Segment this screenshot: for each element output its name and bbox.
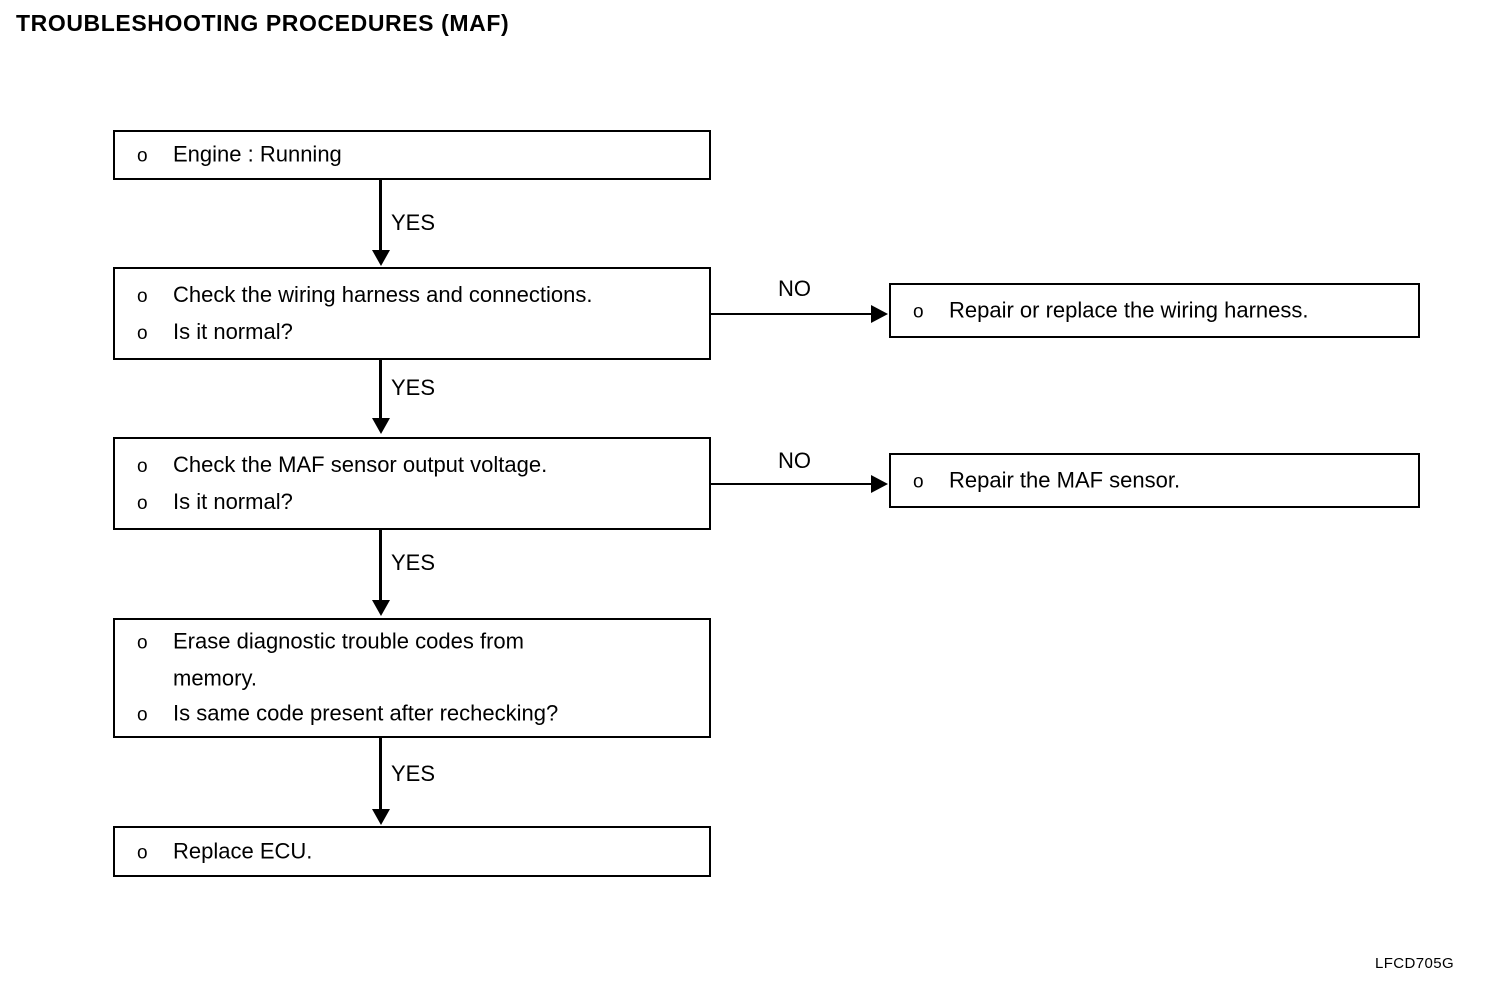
bullet-marker-icon: o bbox=[913, 471, 924, 492]
bullet-marker-icon: o bbox=[137, 322, 148, 344]
connector-arrow-yes-4 bbox=[372, 809, 390, 825]
page-title: TROUBLESHOOTING PROCEDURES (MAF) bbox=[16, 10, 510, 36]
box-text-block: o Engine : Running bbox=[137, 137, 703, 174]
connector-arrow-yes-2 bbox=[372, 418, 390, 434]
flow-box-engine-running: o Engine : Running bbox=[113, 130, 711, 180]
box-text-block: o Repair or replace the wiring harness. bbox=[913, 292, 1412, 329]
box-line: o Replace ECU. bbox=[137, 833, 703, 870]
box-text-block: o Check the MAF sensor output voltage. o… bbox=[137, 447, 703, 521]
connector-line-yes-4 bbox=[379, 738, 382, 810]
connector-line-yes-3 bbox=[379, 530, 382, 602]
edge-label-yes-2: YES bbox=[391, 375, 436, 400]
bullet-marker-icon: o bbox=[137, 632, 148, 654]
bullet-marker-icon: o bbox=[137, 492, 148, 514]
box-line-text: Is same code present after rechecking? bbox=[173, 700, 559, 726]
box-line-text: Check the wiring harness and connections… bbox=[173, 281, 593, 307]
flow-box-repair-maf-sensor: o Repair the MAF sensor. bbox=[889, 453, 1420, 508]
box-line: o Is same code present after rechecking? bbox=[137, 696, 703, 733]
box-line: o Check the MAF sensor output voltage. bbox=[137, 447, 703, 484]
flow-box-replace-ecu: o Replace ECU. bbox=[113, 826, 711, 877]
box-line: o Erase diagnostic trouble codes from bbox=[137, 624, 703, 661]
edge-label-no-1: NO bbox=[778, 276, 811, 301]
edge-label-yes-3: YES bbox=[391, 550, 436, 575]
bullet-marker-icon: o bbox=[137, 704, 148, 726]
connector-arrow-yes-1 bbox=[372, 250, 390, 266]
figure-code-label: LFCD705G bbox=[1375, 955, 1455, 972]
box-line-text: Is it normal? bbox=[173, 318, 293, 344]
box-line-text: Repair the MAF sensor. bbox=[949, 467, 1181, 492]
box-line: o Repair the MAF sensor. bbox=[913, 462, 1412, 499]
box-line-continuation-text: memory. bbox=[173, 665, 257, 691]
box-line-text: Replace ECU. bbox=[173, 838, 313, 863]
box-line-text: Check the MAF sensor output voltage. bbox=[173, 451, 548, 477]
box-line-text: Engine : Running bbox=[173, 141, 342, 167]
box-line-text: Erase diagnostic trouble codes from bbox=[173, 628, 524, 654]
edge-label-no-2: NO bbox=[778, 448, 811, 473]
flow-box-check-maf-output-voltage: o Check the MAF sensor output voltage. o… bbox=[113, 437, 711, 530]
box-text-block: o Replace ECU. bbox=[137, 833, 703, 870]
box-text-block: o Repair the MAF sensor. bbox=[913, 462, 1412, 499]
box-text-block: o Check the wiring harness and connectio… bbox=[137, 277, 703, 351]
box-line: o Repair or replace the wiring harness. bbox=[913, 292, 1412, 329]
box-line-text: Repair or replace the wiring harness. bbox=[949, 297, 1309, 322]
bullet-marker-icon: o bbox=[137, 145, 148, 167]
box-line: o Check the wiring harness and connectio… bbox=[137, 277, 703, 314]
flow-box-repair-replace-wiring-harness: o Repair or replace the wiring harness. bbox=[889, 283, 1420, 338]
edge-label-yes-1: YES bbox=[391, 210, 436, 235]
connector-arrow-no-1 bbox=[871, 305, 888, 323]
connector-arrow-no-2 bbox=[871, 475, 888, 493]
connector-arrow-yes-3 bbox=[372, 600, 390, 616]
connector-line-no-1 bbox=[711, 313, 873, 315]
box-line: o Engine : Running bbox=[137, 137, 703, 174]
flow-box-check-wiring-harness: o Check the wiring harness and connectio… bbox=[113, 267, 711, 360]
box-line: o Is it normal? bbox=[137, 314, 703, 351]
edge-label-yes-4: YES bbox=[391, 761, 436, 786]
box-line: o Is it normal? bbox=[137, 484, 703, 521]
bullet-marker-icon: o bbox=[137, 285, 148, 307]
bullet-marker-icon: o bbox=[913, 301, 924, 322]
flow-box-erase-diagnostic-codes: o Erase diagnostic trouble codes from me… bbox=[113, 618, 711, 738]
connector-line-yes-1 bbox=[379, 180, 382, 252]
connector-line-yes-2 bbox=[379, 360, 382, 420]
bullet-marker-icon: o bbox=[137, 842, 148, 863]
bullet-marker-icon: o bbox=[137, 455, 148, 477]
box-text-block: o Erase diagnostic trouble codes from me… bbox=[137, 624, 703, 733]
connector-line-no-2 bbox=[711, 483, 873, 485]
box-line-text: Is it normal? bbox=[173, 488, 293, 514]
